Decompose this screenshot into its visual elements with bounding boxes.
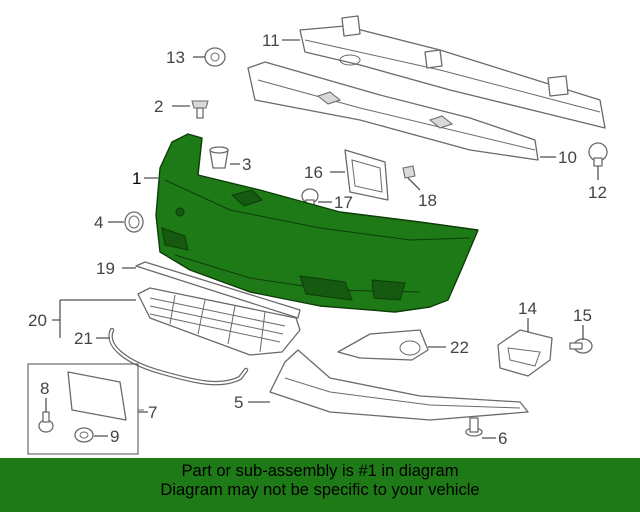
label-6: 6 [498,429,507,448]
callout-labels: 1 2 3 4 5 6 7 8 9 10 11 12 13 14 15 16 1… [28,31,607,448]
label-17: 17 [334,193,353,212]
part-1-bumper-cover [155,133,479,313]
part-22-bezel [337,329,429,361]
part-8-screw [38,411,54,433]
label-8: 8 [40,379,49,398]
part-3-clip [209,146,229,169]
part-13-nut [204,47,226,67]
part-10-energy-absorber [247,61,539,161]
part-20-grille [137,287,301,356]
label-14: 14 [518,299,537,318]
part-15-clip [569,338,593,354]
label-9: 9 [110,427,119,446]
label-11: 11 [262,31,280,50]
info-banner: Part or sub-assembly is #1 in diagram Di… [0,458,640,512]
part-9-nut [74,427,94,443]
label-16: 16 [304,163,323,182]
part-7-plate-kit [27,363,144,455]
parts-diagram: 1 2 3 4 5 6 7 8 9 10 11 12 13 14 15 16 1… [27,15,608,455]
label-19: 19 [96,259,115,278]
label-12: 12 [588,183,607,202]
part-5-spoiler [269,349,529,421]
label-21: 21 [74,329,93,348]
part-11-impact-bar [299,15,606,129]
callout-lines [45,39,599,439]
part-4-tow-cover [124,211,144,233]
banner-line-2: Diagram may not be specific to your vehi… [160,481,480,499]
label-3: 3 [242,155,251,174]
label-22: 22 [450,338,469,357]
label-7: 7 [148,403,157,422]
part-6-pin [465,417,483,437]
label-10: 10 [558,148,577,167]
part-16-bracket [344,149,389,201]
part-2-bolt [191,100,209,119]
banner-line-1: Part or sub-assembly is #1 in diagram [181,462,459,480]
label-18: 18 [418,191,437,210]
part-19-molding [135,261,301,319]
label-13: 13 [166,48,185,67]
label-20: 20 [28,311,47,330]
part-18-clip [402,165,416,179]
label-4: 4 [94,213,103,232]
label-1: 1 [132,169,141,188]
label-15: 15 [573,306,592,325]
label-5: 5 [234,393,243,412]
label-2: 2 [154,97,163,116]
part-12-screw [588,142,608,167]
part-14-bracket [497,329,553,377]
part-21-trim-strip [108,327,249,386]
